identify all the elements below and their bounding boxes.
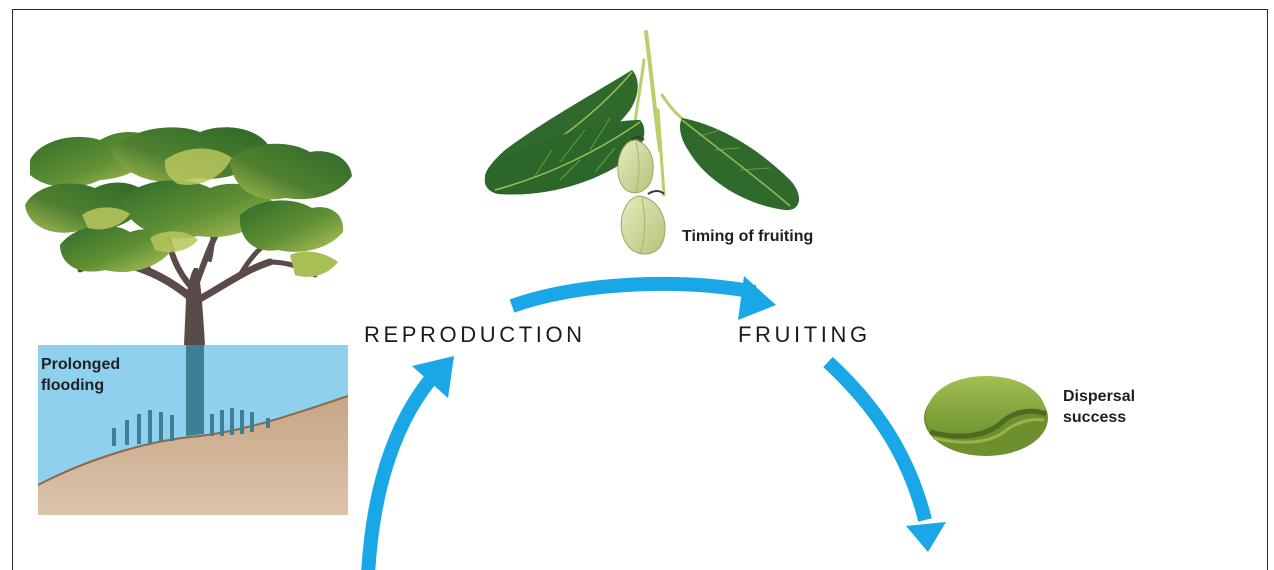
arrow-to-reproduction [368, 380, 430, 570]
stage-label-reproduction: REPRODUCTION [364, 322, 586, 348]
tree-icon [25, 127, 352, 515]
arrow-to-fruiting [512, 284, 755, 306]
annotation-line: success [1063, 407, 1135, 428]
annotation-line: Prolonged [41, 354, 120, 375]
stage-label-fruiting: FRUITING [738, 322, 871, 348]
annotation-timing-of-fruiting: Timing of fruiting [682, 226, 813, 247]
cycle-arrows [368, 276, 946, 570]
annotation-dispersal-success: Dispersal success [1063, 386, 1135, 428]
annotation-line: Dispersal [1063, 386, 1135, 407]
annotation-prolonged-flooding: Prolonged flooding [41, 354, 120, 396]
seed-icon [924, 376, 1048, 456]
arrow-from-fruiting-head [906, 522, 946, 552]
arrow-to-fruiting-head [738, 276, 776, 320]
leaf-branch-icon [485, 32, 799, 254]
arrow-from-fruiting [828, 362, 925, 520]
annotation-line: flooding [41, 375, 120, 396]
